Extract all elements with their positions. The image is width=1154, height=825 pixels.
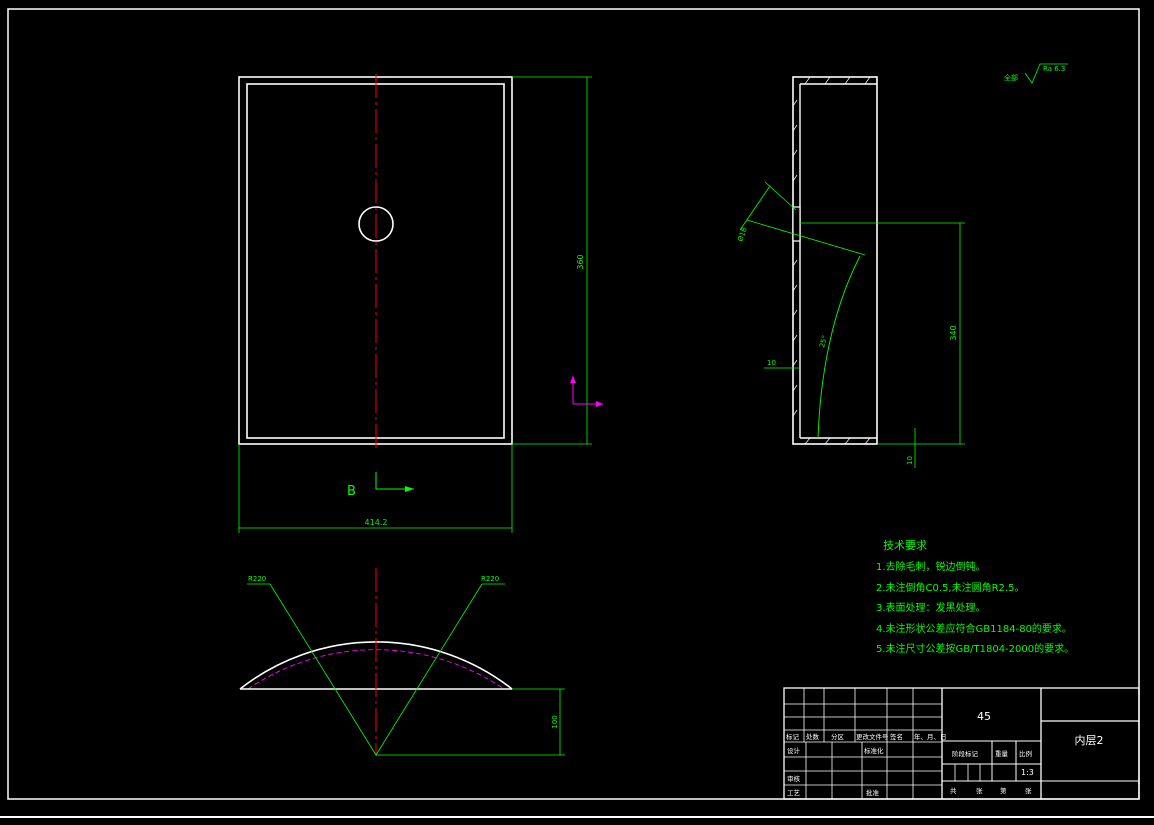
radius-leader-right	[375, 583, 483, 756]
tb-sheets: 张	[976, 786, 983, 795]
tb-process: 工艺	[787, 789, 801, 797]
tech-item: 5.未注尺寸公差按GB/T1804-2000的要求。	[876, 642, 1074, 655]
tech-item: 3.表面处理：发黑处理。	[876, 601, 986, 614]
tech-item: 4.未注形状公差应符合GB1184-80的要求。	[876, 622, 1072, 635]
tb-sheets: 共	[950, 786, 957, 795]
dim-side-bottom: 10	[906, 456, 914, 465]
dim-front-height: 360	[576, 254, 585, 269]
hole-leader	[764, 181, 797, 211]
side-view: 340 10 10 Ø18 25° 全部 Ra 6.3	[736, 63, 1068, 468]
dim-radius-right: R220	[481, 575, 499, 583]
angle-arc	[817, 255, 861, 439]
dim-side-height: 340	[949, 325, 958, 340]
view-b-arrow	[375, 472, 414, 492]
title-block: 标记 处数 分区 更改文件号 签名 年、月、日 设计 标准化 审核 工艺 批准 …	[783, 687, 1140, 800]
dim-bottom-height: 100	[551, 715, 559, 728]
side-outline	[792, 76, 878, 445]
tb-scale: 1:3	[1021, 768, 1034, 777]
tb-header: 分区	[831, 732, 845, 741]
dim-angle: 25°	[818, 334, 829, 348]
tech-item: 2.未注倒角C0.5,未注圆角R2.5。	[876, 581, 1024, 594]
view-label-b: B	[347, 484, 356, 499]
tb-header: 处数	[806, 732, 820, 741]
front-hole	[358, 206, 394, 242]
dim-radius-left: R220	[248, 575, 266, 583]
tb-stage-mark: 阶段标记	[952, 749, 979, 758]
roughness-symbol	[1024, 63, 1068, 84]
sheet-border	[7, 8, 1140, 800]
tb-sheets: 第	[1000, 786, 1007, 795]
tb-part-name: 内层2	[1075, 733, 1104, 747]
tb-header: 标记	[786, 732, 800, 741]
dim-side-thickness: 10	[767, 359, 776, 367]
tb-material: 45	[977, 710, 991, 723]
hole-leader	[746, 219, 866, 256]
front-view: 360 414.2 B	[238, 74, 603, 533]
roughness-value: Ra 6.3	[1043, 65, 1065, 73]
tech-requirements: 技术要求 1.去除毛刺，锐边倒钝。 2.未注倒角C0.5,未注圆角R2.5。 3…	[876, 539, 1074, 655]
tb-approve: 批准	[866, 788, 880, 797]
hole-leader	[739, 185, 771, 231]
side-hole	[792, 206, 801, 242]
side-hatch	[792, 76, 871, 445]
tb-weight: 重量	[995, 750, 1009, 758]
arc-view: R220 R220 100	[239, 568, 565, 756]
tech-item: 1.去除毛刺，锐边倒钝。	[876, 560, 986, 573]
arc-inner	[247, 649, 505, 690]
dim-hole-dia: Ø18	[736, 226, 748, 242]
tb-standardize: 标准化	[864, 746, 884, 755]
tb-sheets: 张	[1025, 786, 1032, 795]
tb-scale-label: 比例	[1019, 749, 1032, 758]
tb-design: 设计	[787, 746, 801, 755]
tb-header: 年、月、日	[914, 732, 947, 741]
roughness-prefix: 全部	[1004, 73, 1018, 82]
dim-front-width: 414.2	[365, 518, 388, 527]
tb-header: 更改文件号	[856, 732, 889, 741]
tb-header: 签名	[890, 732, 903, 741]
tech-title: 技术要求	[883, 539, 927, 552]
tb-review: 审核	[787, 774, 801, 783]
radius-leader-left	[269, 583, 377, 756]
